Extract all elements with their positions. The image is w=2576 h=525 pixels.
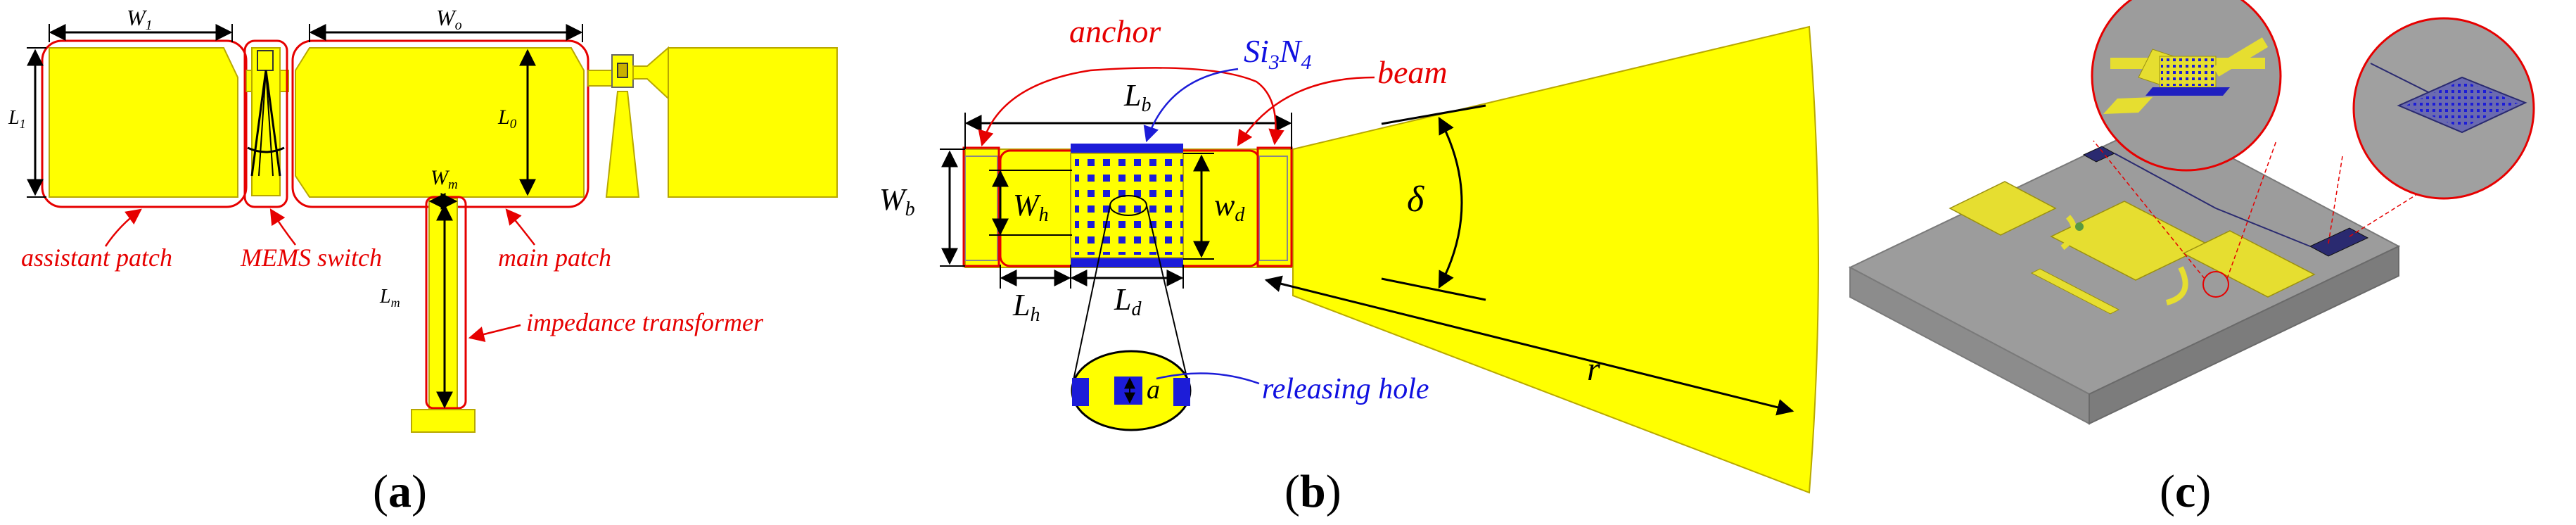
dim-w1-label: W1 xyxy=(127,5,153,33)
dim-lm-label: Lm xyxy=(379,286,400,310)
c-assistant-patch xyxy=(1949,181,2057,236)
angle-ray-top xyxy=(1381,104,1486,125)
mems-switch-pad xyxy=(257,50,274,71)
switch-angle-line xyxy=(264,70,281,177)
dim-wh-label: Wh xyxy=(1013,188,1049,226)
callout-mems-switch-leader xyxy=(269,208,296,246)
c-mag-component-grid xyxy=(2406,80,2518,128)
substrate-right-side xyxy=(2089,245,2399,425)
c-zoom-line xyxy=(2093,140,2205,279)
beam-leader xyxy=(1237,76,1375,146)
c-feed-line xyxy=(2030,268,2120,315)
zoom-line-left xyxy=(1073,205,1111,381)
c-bias-line xyxy=(2114,153,2217,209)
dim-wd-label: wd xyxy=(1214,188,1245,226)
angle-arc xyxy=(1438,116,1463,289)
c-mag-switch-holes xyxy=(2161,58,2214,86)
si3n4-top-strip xyxy=(1071,144,1183,153)
dim-lb-label: Lb xyxy=(1123,78,1151,116)
callout-main-patch-leader xyxy=(505,208,535,246)
label-main-patch: main patch xyxy=(498,243,611,272)
si3n4-leader xyxy=(1143,68,1239,143)
callout-assistant-patch-leader xyxy=(104,208,142,247)
left-anchor-pad xyxy=(964,156,998,261)
c-component-right xyxy=(2309,227,2369,257)
c-stub xyxy=(2165,266,2188,305)
label-assistant-patch: assistant patch xyxy=(21,243,172,272)
zoom-line-right xyxy=(1146,205,1188,381)
label-beam: beam xyxy=(1377,54,1448,90)
dim-r-arrow xyxy=(1264,275,1794,416)
right-patch xyxy=(668,47,838,198)
zoom-dielectric-left xyxy=(1072,378,1089,406)
c-zoom-line xyxy=(2226,140,2277,279)
panel-a-caption: (a) xyxy=(373,466,427,517)
feed-line xyxy=(587,70,613,87)
dim-a-label: a xyxy=(1147,375,1160,405)
switch-angle-line xyxy=(265,70,274,177)
dim-l1-label: L1 xyxy=(8,107,26,131)
c-zoom-line xyxy=(2349,161,2470,237)
anchor-leader xyxy=(978,67,1284,147)
callout-impedance-leader xyxy=(468,324,521,343)
releasing-hole-array xyxy=(1075,156,1183,255)
dim-ld-label: Ld xyxy=(1114,282,1142,320)
dim-lh-label: Lh xyxy=(1012,288,1040,326)
feed-port xyxy=(411,409,476,433)
dim-l0-label: L0 xyxy=(497,106,517,132)
dim-wm-label: Wm xyxy=(431,166,458,192)
c-zoom-line xyxy=(2328,156,2343,244)
impedance-transformer-line xyxy=(428,198,458,410)
c-bias-line xyxy=(2215,208,2311,247)
panel-a: W1 Wo L1 L0 Wm Lm assistant patch MEMS s… xyxy=(8,5,838,517)
right-switch-core xyxy=(617,63,628,78)
panel-c-caption: (c) xyxy=(2160,466,2211,517)
dim-r-label: r xyxy=(1587,350,1600,388)
right-anchor-outline xyxy=(1256,146,1293,267)
zoom-dielectric-right xyxy=(1173,378,1190,406)
label-si3n4: Si3N4 xyxy=(1244,33,1311,74)
c-mag-switch-dielectric xyxy=(2145,87,2230,96)
panel-b: a releasing hole Lb Wb Wh wd Lh Ld xyxy=(879,13,1819,517)
label-releasing-hole: releasing hole xyxy=(1262,373,1429,405)
panel-c: (c) xyxy=(1848,0,2535,517)
tapered-feed xyxy=(632,46,669,101)
mems-switch-outline xyxy=(243,39,288,208)
dim-wo-label: Wo xyxy=(436,5,462,33)
label-impedance-transformer: impedance transformer xyxy=(526,308,764,336)
c-mag-switch-arm xyxy=(2212,37,2269,77)
label-anchor: anchor xyxy=(1069,13,1161,49)
radial-stub xyxy=(605,91,640,198)
assistant-patch-shape xyxy=(49,47,238,198)
switch-angle-arc xyxy=(247,146,285,153)
c-mag-switch-pad xyxy=(2103,97,2153,114)
panel-b-caption: (b) xyxy=(1284,466,1341,517)
right-anchor-pad xyxy=(1258,156,1288,261)
c-switch-point xyxy=(2075,222,2084,231)
dim-wb-label: Wb xyxy=(879,182,915,220)
si3n4-bottom-strip xyxy=(1071,258,1183,267)
dim-delta-label: δ xyxy=(1407,179,1424,220)
switch-angle-line xyxy=(250,70,267,177)
c-switch-arm xyxy=(2060,215,2077,251)
zoom-hole xyxy=(1114,377,1142,405)
label-mems-switch: MEMS switch xyxy=(240,243,382,272)
switch-angle-line xyxy=(258,70,267,177)
releasing-hole-leader xyxy=(1156,372,1260,385)
c-mems-switch-focus xyxy=(2202,271,2229,298)
c-right-patch xyxy=(2182,230,2316,298)
radial-sector xyxy=(1292,25,1819,494)
